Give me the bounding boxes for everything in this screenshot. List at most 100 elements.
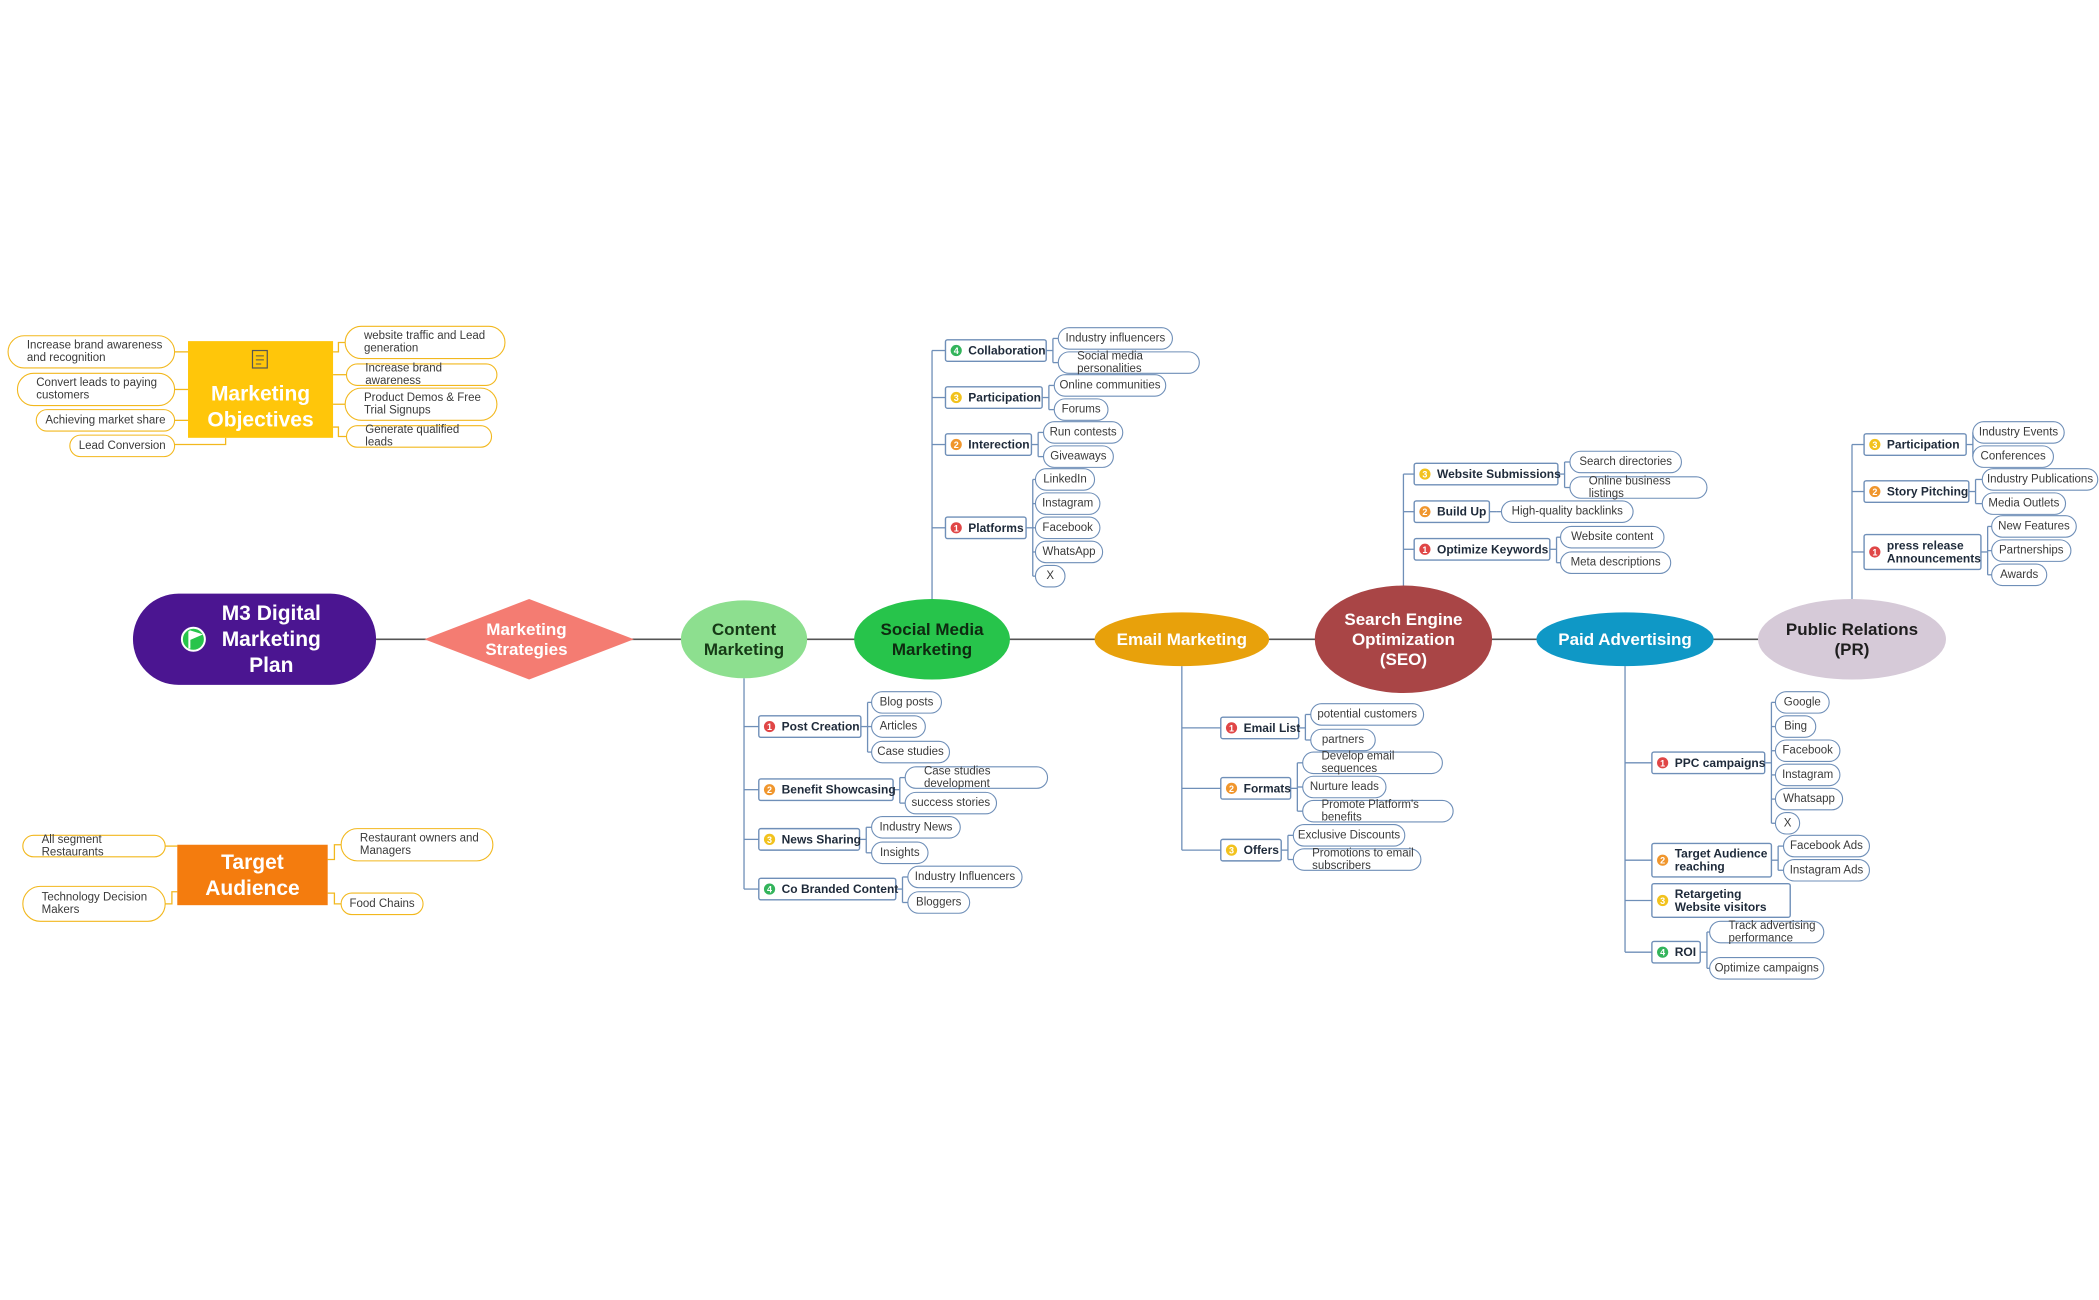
leaf-social[interactable]: Facebook — [1034, 516, 1101, 540]
leaf-social[interactable]: Run contests — [1042, 421, 1124, 444]
objective-left-item[interactable]: Lead Conversion — [69, 434, 176, 458]
leaf-paid[interactable]: Instagram Ads — [1782, 858, 1871, 882]
leaf-paid[interactable]: Whatsapp — [1774, 787, 1844, 811]
objective-left-item[interactable]: Achieving market share — [35, 409, 176, 432]
leaf-seo[interactable]: High-quality backlinks — [1500, 500, 1634, 523]
leaf-content[interactable]: Bloggers — [907, 891, 971, 914]
leaf-frame — [1560, 551, 1672, 575]
leaf-email[interactable]: Nurture leads — [1302, 775, 1387, 799]
leaf-paid[interactable]: Facebook Ads — [1782, 834, 1871, 858]
branch-paid[interactable]: Paid Advertising — [1536, 612, 1714, 667]
leaf-pr[interactable]: Media Outlets — [1981, 492, 2067, 515]
leaf-email[interactable]: Exclusive Discounts — [1292, 824, 1406, 847]
leaf-content[interactable]: Blog posts — [871, 691, 942, 714]
leaf-seo[interactable]: Search directories — [1569, 450, 1682, 474]
leaf-content[interactable]: Insights — [871, 841, 929, 865]
leaf-paid[interactable]: X — [1774, 811, 1801, 835]
leaf-paid[interactable]: Bing — [1774, 715, 1817, 738]
branch-shape — [854, 598, 1010, 680]
leaf-social[interactable]: Industry influencers — [1057, 327, 1173, 350]
leaf-content[interactable]: success stories — [904, 791, 998, 815]
leaf-social[interactable]: WhatsApp — [1034, 540, 1104, 564]
priority-number: 1 — [1660, 758, 1665, 768]
leaf-social[interactable]: Giveaways — [1042, 445, 1114, 468]
subtopic-label: Email List — [1244, 721, 1301, 735]
leaf-paid[interactable]: Facebook — [1774, 739, 1841, 763]
leaf-content[interactable]: Articles — [871, 715, 926, 738]
leaf-pr[interactable]: Industry Events — [1972, 421, 2065, 444]
leaf-paid[interactable]: Google — [1774, 691, 1830, 714]
leaf-seo[interactable]: Meta descriptions — [1560, 551, 1672, 575]
leaf-content[interactable]: Industry News — [871, 815, 961, 839]
leaf-social[interactable]: X — [1034, 564, 1066, 588]
leaf-social[interactable]: LinkedIn — [1034, 468, 1096, 491]
leaf-label: Insights — [880, 847, 920, 859]
leaf-label: Food Chains — [349, 898, 414, 910]
leaf-email[interactable]: partners — [1310, 728, 1376, 752]
leaf-pr[interactable]: Industry Publications — [1981, 468, 2099, 491]
leaf-pr[interactable]: Awards — [1991, 563, 2048, 587]
leaf-email[interactable]: potential customers — [1310, 703, 1425, 726]
leaf-social[interactable]: Forums — [1053, 398, 1109, 421]
leaf-pr[interactable]: New Features — [1991, 515, 2077, 538]
leaf-content[interactable]: Case studies — [871, 740, 951, 764]
branch-email[interactable]: Email Marketing — [1094, 612, 1270, 667]
leaf-social[interactable]: Online communities — [1053, 374, 1167, 397]
audience-right-item[interactable]: Food Chains — [340, 892, 424, 916]
leaf-pr[interactable]: Conferences — [1972, 445, 2054, 468]
leaf-content[interactable]: Industry Influencers — [907, 865, 1023, 889]
branch-pr[interactable]: Public Relations(PR) — [1757, 598, 1947, 680]
leaf-social[interactable]: Instagram — [1034, 492, 1101, 515]
priority-2-icon — [1419, 506, 1431, 518]
leaf-seo[interactable]: Website content — [1560, 525, 1665, 549]
leaf-pr[interactable]: Partnerships — [1991, 539, 2072, 562]
svg-text:leads: leads — [365, 437, 393, 449]
leaf-paid[interactable]: Instagram — [1774, 763, 1841, 787]
leaf-paid[interactable]: Optimize campaigns — [1709, 957, 1825, 980]
